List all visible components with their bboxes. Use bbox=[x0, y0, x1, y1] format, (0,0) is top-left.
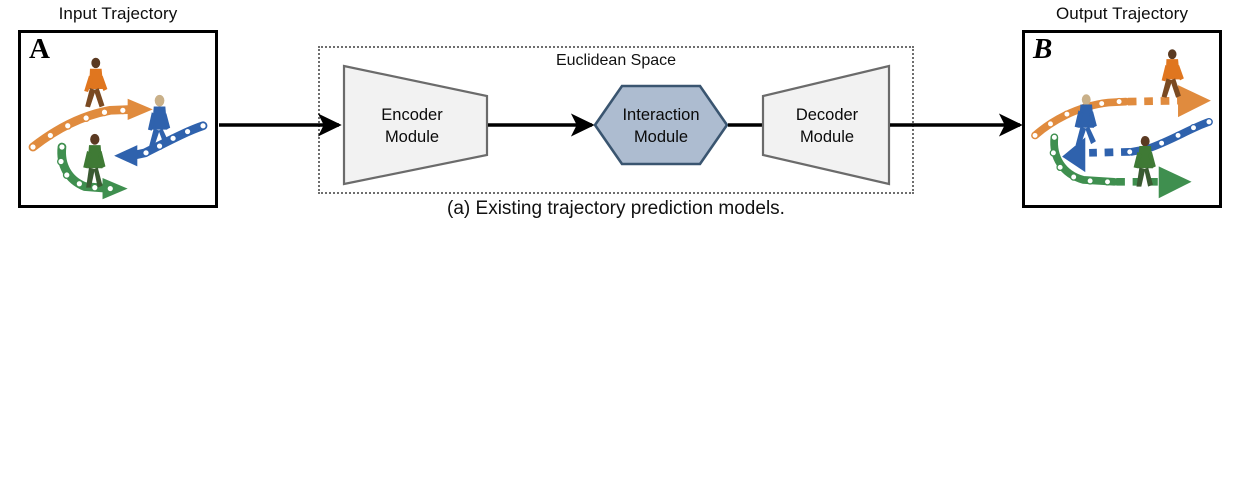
orange-pedestrian-figure bbox=[84, 57, 108, 108]
green-pedestrian-figure bbox=[83, 133, 106, 188]
encoder-module-label-line1: Encoder bbox=[381, 106, 443, 124]
decoder-module-label-line2: Module bbox=[800, 128, 854, 146]
green-pedestrian-figure-output bbox=[1133, 136, 1156, 187]
panel-a-letter: A bbox=[29, 33, 50, 65]
green-trajectory-output bbox=[1049, 133, 1192, 199]
decoder-module-label-line1: Decoder bbox=[796, 106, 859, 124]
encoder-module-label-line2: Module bbox=[385, 128, 439, 146]
input-trajectory-caption: Input Trajectory bbox=[58, 4, 178, 23]
input-trajectory-panel: A bbox=[18, 30, 218, 208]
interaction-module-label-line2: Module bbox=[634, 128, 688, 146]
orange-trajectory-output bbox=[1031, 85, 1211, 140]
green-trajectory bbox=[57, 142, 128, 200]
blue-pedestrian-figure-output bbox=[1074, 94, 1097, 147]
orange-trajectory bbox=[28, 98, 153, 152]
blue-pedestrian-figure bbox=[147, 94, 171, 148]
input-trajectory-illustration bbox=[28, 57, 208, 200]
panel-b-letter: B bbox=[1033, 33, 1053, 65]
encoder-module[interactable]: Encoder Module bbox=[342, 64, 489, 186]
output-trajectory-panel: B bbox=[1022, 30, 1222, 208]
interaction-module[interactable]: Interaction Module bbox=[593, 84, 729, 166]
figure-caption: (a) Existing trajectory prediction model… bbox=[447, 198, 785, 219]
output-trajectory-caption: Output Trajectory bbox=[1055, 4, 1189, 23]
blue-trajectory bbox=[114, 121, 208, 167]
output-trajectory-illustration bbox=[1031, 49, 1213, 199]
euclidean-space-label: Euclidean Space bbox=[555, 52, 677, 69]
decoder-module[interactable]: Decoder Module bbox=[761, 64, 891, 186]
interaction-module-label-line1: Interaction bbox=[622, 106, 699, 124]
orange-pedestrian-figure-output bbox=[1161, 49, 1184, 98]
